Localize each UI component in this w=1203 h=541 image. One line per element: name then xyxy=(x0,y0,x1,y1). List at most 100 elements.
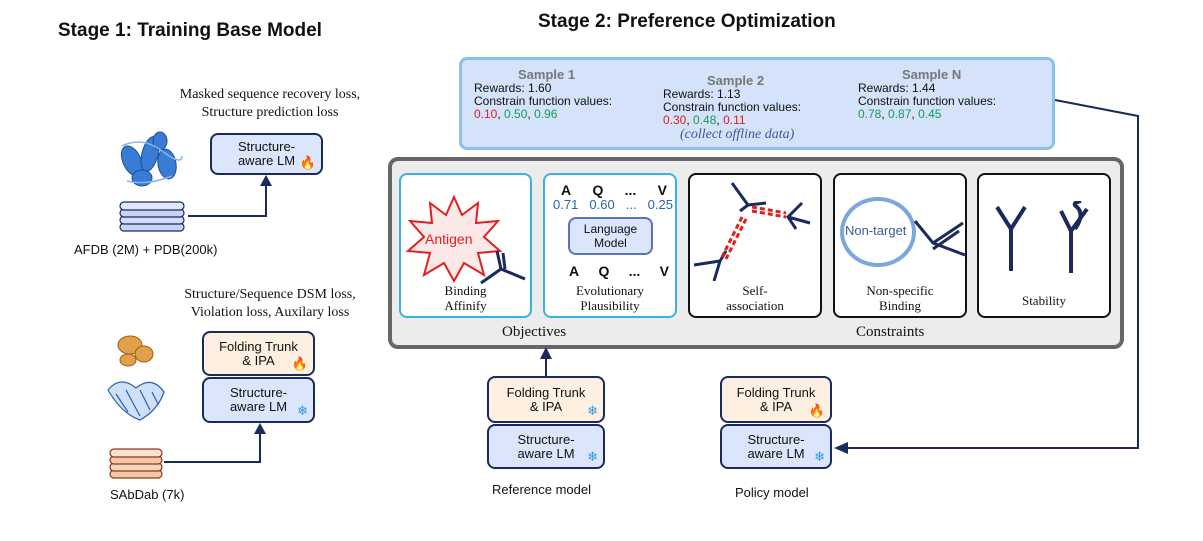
lm-line2: aware LM xyxy=(517,445,575,461)
stability-antibodies-icon xyxy=(995,201,1089,273)
sample-2: Sample 2 Rewards: 1.13 Constrain functio… xyxy=(663,73,843,127)
sample-1: Sample 1 Rewards: 1.60 Constrain functio… xyxy=(474,67,654,121)
fire-icon: 🔥 xyxy=(808,403,825,418)
loss-bottom-line2: Violation loss, Auxilary loss xyxy=(190,305,350,320)
binding-affinity-label: Binding Affinify xyxy=(401,283,530,313)
stage1-lm-box: Structure- aware LM 🔥 xyxy=(210,133,323,175)
sample-title: Sample N xyxy=(902,67,962,82)
lm-line1: Language xyxy=(583,222,638,236)
binding-line1: Binding xyxy=(444,283,487,298)
trunk-line2: & IPA xyxy=(529,398,563,414)
value: 0.96 xyxy=(534,107,558,121)
card-stability: Stability xyxy=(977,173,1111,318)
letter: ... xyxy=(628,263,641,279)
sample-title: Sample 2 xyxy=(707,73,765,88)
binding-line2: Affinify xyxy=(444,298,487,313)
reference-lm-box: Structure- aware LM ❄ xyxy=(487,424,605,469)
sample-values: 0.30, 0.48, 0.11 xyxy=(663,113,746,127)
sample-constrain-label: Constrain function values: xyxy=(474,94,613,108)
value: 0.45 xyxy=(918,107,942,121)
nonspec-line2: Binding xyxy=(879,298,921,313)
trunk-line2: & IPA xyxy=(759,398,793,414)
card-self-association: Self- association xyxy=(688,173,822,318)
value: 0.11 xyxy=(723,113,746,127)
feedback-arrow xyxy=(834,99,1139,454)
fire-icon: 🔥 xyxy=(291,356,308,371)
snowflake-icon: ❄ xyxy=(297,403,308,418)
non-target-label: Non-target xyxy=(845,223,907,238)
non-specific-label: Non-specific Binding xyxy=(835,283,965,313)
lm2-line1: Structure- xyxy=(229,385,288,400)
antibody-icon xyxy=(480,250,526,285)
value: 0.50 xyxy=(504,107,528,121)
antibody-structure-icon xyxy=(107,335,165,421)
letter: A xyxy=(561,182,572,198)
antibody-icon xyxy=(913,220,966,257)
sample-rewards: Rewards: 1.44 xyxy=(858,81,936,95)
lm-line1: Structure- xyxy=(747,431,805,447)
letters-top: A Q ... V xyxy=(561,182,667,198)
database-label: AFDB (2M) + PDB(200k) xyxy=(74,242,218,257)
trunk-line1: Folding Trunk xyxy=(219,338,298,354)
self-line1: Self- xyxy=(742,283,768,298)
lm2-line2: aware LM xyxy=(229,399,288,414)
letter: Q xyxy=(592,182,604,198)
evo-line2: Plausibility xyxy=(580,298,640,313)
reference-model-label: Reference model xyxy=(492,482,591,497)
stage1-loss-top: Masked sequence recovery loss, Structure… xyxy=(150,86,390,122)
value: 0.10 xyxy=(474,107,498,121)
snowflake-icon: ❄ xyxy=(814,449,825,464)
database-icon xyxy=(109,448,163,479)
stage1-arrow-top xyxy=(188,175,272,217)
card-binding-affinity: Antigen Binding Affinify xyxy=(399,173,532,318)
objectives-label: Objectives xyxy=(502,324,567,340)
loss-top-line1: Masked sequence recovery loss, xyxy=(179,87,361,102)
sample-values: 0.10, 0.50, 0.96 xyxy=(474,107,558,121)
policy-folding-trunk-box: Folding Trunk & IPA 🔥 xyxy=(720,376,832,423)
letter: ... xyxy=(624,182,637,198)
antigen-label: Antigen xyxy=(425,231,473,247)
letter: A xyxy=(569,263,580,279)
lm-line2: aware LM xyxy=(237,153,296,168)
trunk-line1: Folding Trunk xyxy=(506,384,586,400)
lm-line1: Structure- xyxy=(237,139,296,154)
stage1-arrow-bottom xyxy=(164,423,266,463)
letter: V xyxy=(659,263,669,279)
antigen-burst-icon xyxy=(405,194,503,283)
stability-label: Stability xyxy=(1021,293,1067,308)
trunk-line1: Folding Trunk xyxy=(736,384,816,400)
self-association-label: Self- association xyxy=(690,283,820,313)
sample-n: Sample N Rewards: 1.44 Constrain functio… xyxy=(858,67,1038,121)
constraints-label: Constraints xyxy=(856,324,925,340)
lm-line2: aware LM xyxy=(747,445,805,461)
samples-panel xyxy=(459,57,1055,150)
policy-model-label: Policy model xyxy=(735,485,809,500)
fire-icon: 🔥 xyxy=(299,155,316,170)
probability: 0.60 xyxy=(589,197,615,212)
value: 0.48 xyxy=(693,113,717,127)
snowflake-icon: ❄ xyxy=(587,449,598,464)
loss-bottom-line1: Structure/Sequence DSM loss, xyxy=(184,287,356,302)
policy-lm-box: Structure- aware LM ❄ xyxy=(720,424,832,469)
sample-values: 0.78, 0.87, 0.45 xyxy=(858,107,942,121)
stage1-loss-bottom: Structure/Sequence DSM loss, Violation l… xyxy=(150,286,390,322)
evolutionary-label: Evolutionary Plausibility xyxy=(545,283,675,313)
letters-bottom: A Q ... V xyxy=(569,263,669,279)
lm-line2: Model xyxy=(594,236,627,250)
collect-offline-label: (collect offline data) xyxy=(680,127,795,142)
sample-rewards: Rewards: 1.60 xyxy=(474,81,552,95)
stage1-folding-trunk-box: Folding Trunk & IPA 🔥 xyxy=(202,331,315,376)
protein-structure-icon xyxy=(120,131,183,187)
sample-title: Sample 1 xyxy=(518,67,576,82)
sample-constrain-label: Constrain function values: xyxy=(663,100,802,114)
loss-top-line2: Structure prediction loss xyxy=(201,105,339,120)
database2-label: SAbDab (7k) xyxy=(110,487,185,502)
stage2-title: Stage 2: Preference Optimization xyxy=(538,11,836,32)
sample-constrain-label: Constrain function values: xyxy=(858,94,997,108)
letter: V xyxy=(657,182,667,198)
value: 0.78 xyxy=(858,107,882,121)
language-model-box: Language Model xyxy=(568,217,653,255)
probabilities: 0.71 0.60 ... 0.25 xyxy=(553,197,673,212)
value: 0.30 xyxy=(663,113,687,127)
database-icon xyxy=(119,201,185,232)
